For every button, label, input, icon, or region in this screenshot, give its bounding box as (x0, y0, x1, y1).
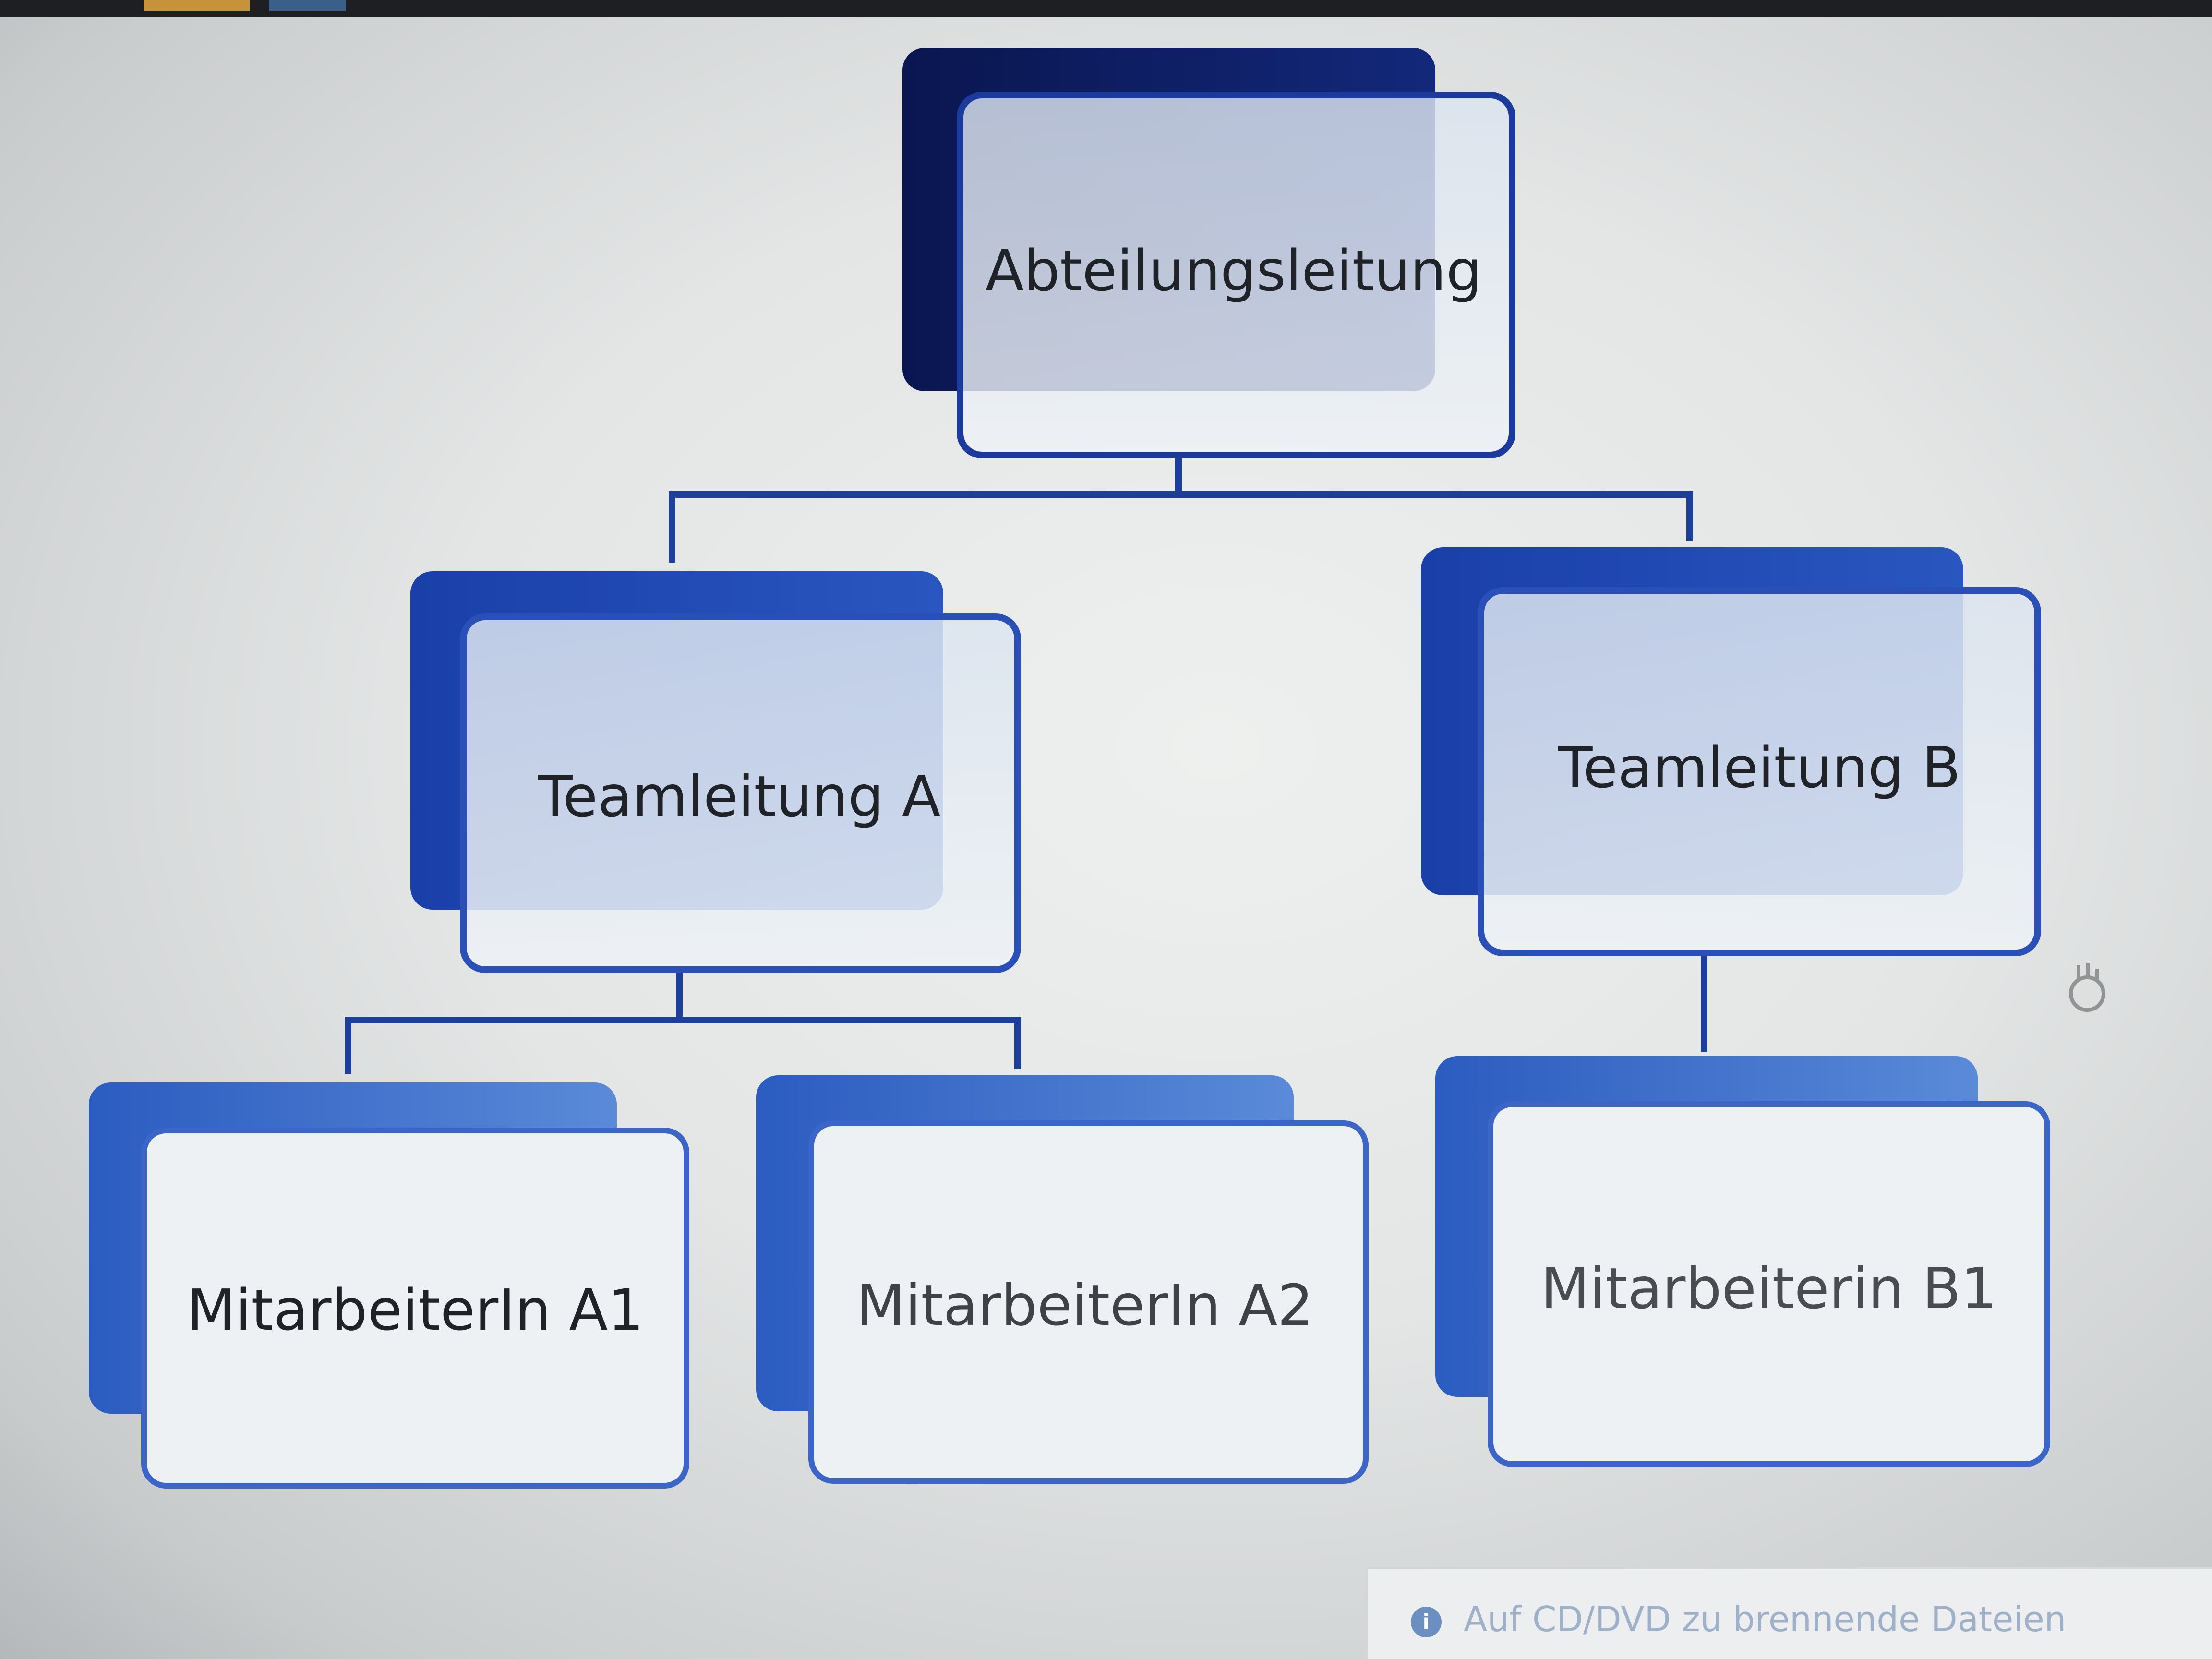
node-front-card (1488, 1101, 2050, 1467)
node-front-card (1478, 587, 2041, 956)
node-front-card (460, 613, 1021, 973)
node-label: MitarbeiterIn A2 (856, 1272, 1313, 1338)
hand-cursor-icon (2069, 963, 2105, 1012)
notification-banner[interactable]: i Auf CD/DVD zu brennende Dateien (1366, 1567, 2212, 1659)
window-top-bar (0, 0, 2212, 17)
toolbar-tab-accent[interactable] (144, 0, 250, 11)
connector-root-to-teams (669, 453, 1693, 563)
node-label: MitarbeiterIn A1 (187, 1277, 644, 1343)
connector-team-a-to-members (345, 969, 1021, 1074)
node-mitarbeiterin-a2[interactable]: MitarbeiterIn A2 (756, 1075, 1369, 1484)
node-label: Teamleitung B (1557, 734, 1960, 801)
node-label: Teamleitung A (537, 763, 940, 830)
connector-lines (345, 453, 1707, 1074)
node-abteilungsleitung[interactable]: Abteilungsleitung (902, 48, 1515, 458)
node-mitarbeiterin-a1[interactable]: MitarbeiterIn A1 (89, 1082, 689, 1489)
node-teamleitung-b[interactable]: Teamleitung B (1421, 547, 2041, 956)
node-front-card (141, 1128, 689, 1489)
node-mitarbeiterin-b1[interactable]: Mitarbeiterin B1 (1435, 1056, 2050, 1467)
node-label: Abteilungsleitung (986, 238, 1482, 304)
notification-text: Auf CD/DVD zu brennende Dateien (1464, 1599, 2067, 1639)
node-teamleitung-a[interactable]: Teamleitung A (410, 571, 1021, 973)
node-front-card (808, 1120, 1369, 1484)
info-icon: i (1411, 1607, 1442, 1637)
toolbar-tab-accent-blue[interactable] (269, 0, 346, 11)
node-front-card (957, 92, 1515, 458)
node-label: Mitarbeiterin B1 (1541, 1255, 1997, 1322)
